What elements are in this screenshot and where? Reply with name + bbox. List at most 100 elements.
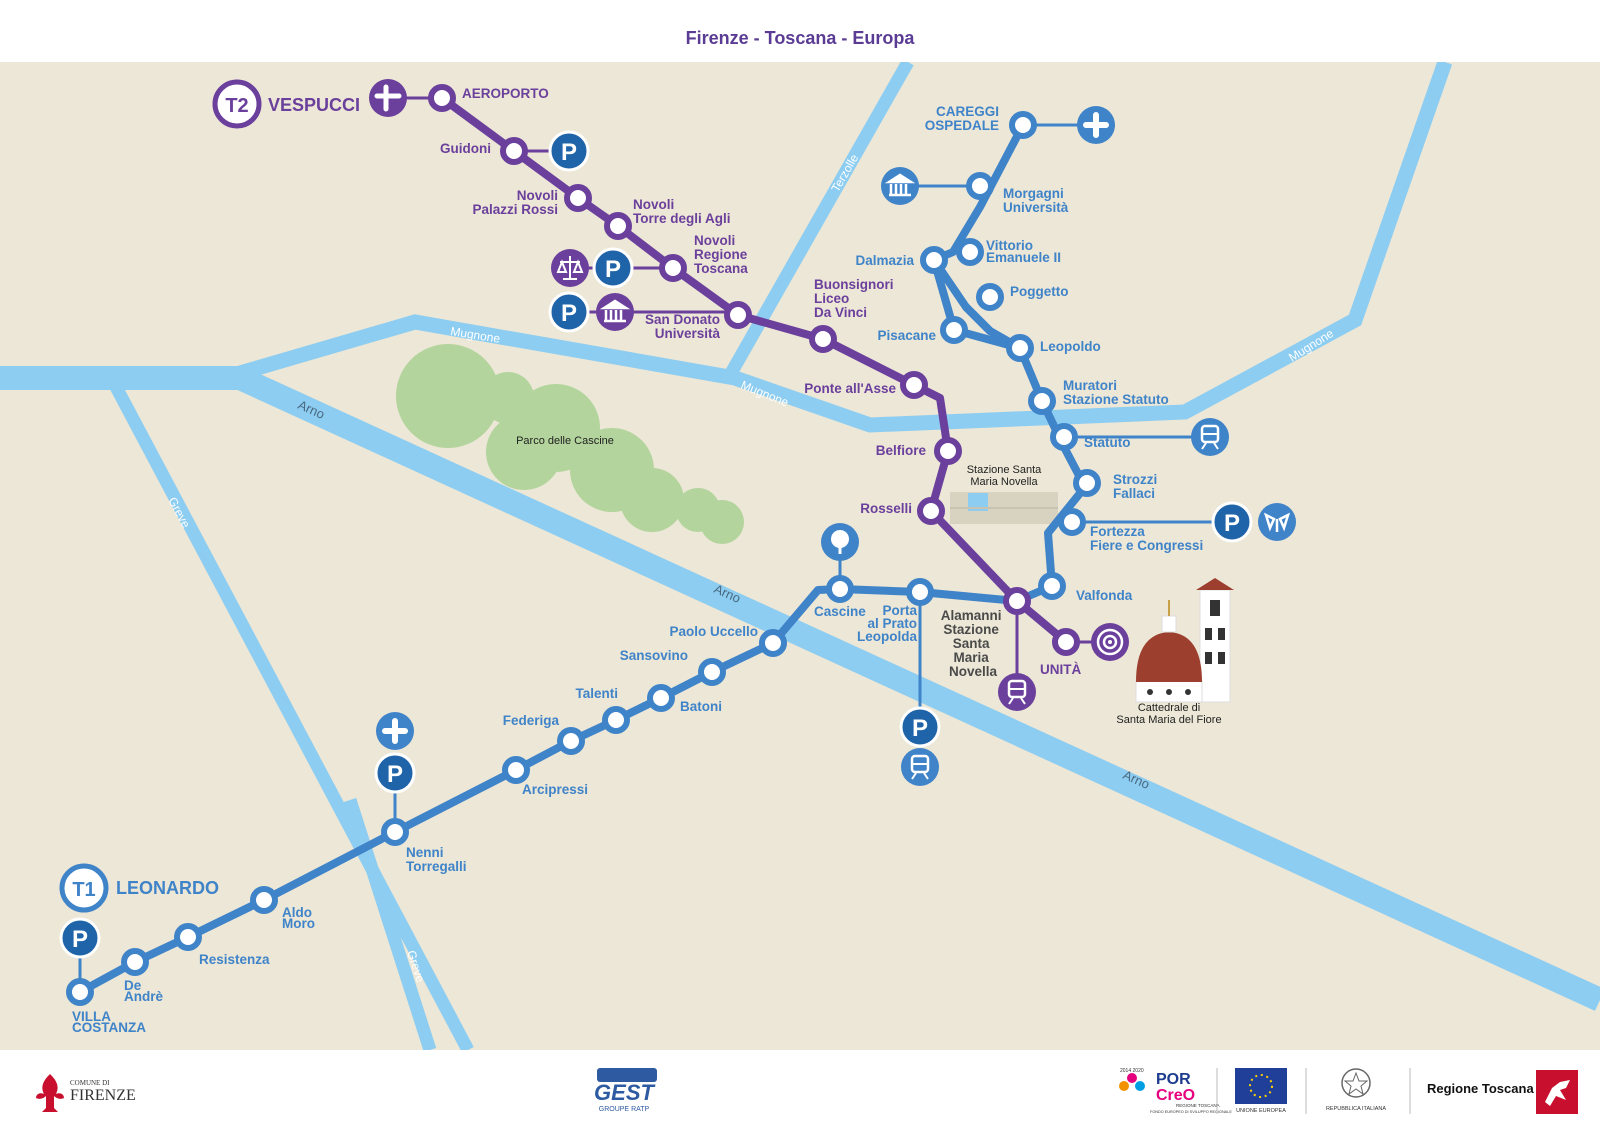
label-smn-2: Maria Novella: [970, 476, 1038, 488]
station-alamanni[interactable]: [1003, 587, 1031, 615]
label-novoli-torre-1: Novoli: [633, 197, 674, 212]
station-aldo-moro[interactable]: [250, 886, 278, 914]
station-guidoni[interactable]: [500, 137, 528, 165]
label-batoni: Batoni: [680, 699, 722, 714]
page-title: Firenze - Toscana - Europa: [685, 28, 915, 48]
parking-icon[interactable]: P: [548, 130, 590, 172]
station-rosselli[interactable]: [917, 497, 945, 525]
station-unita[interactable]: [1052, 628, 1080, 656]
target-icon[interactable]: [1091, 623, 1129, 661]
station-aeroporto[interactable]: [428, 84, 456, 112]
parking-icon[interactable]: P: [592, 247, 634, 289]
label-rosselli: Rosselli: [860, 501, 912, 516]
badge-t2-text: T2: [225, 95, 248, 117]
station-statuto[interactable]: [1050, 423, 1078, 451]
station-de-andre[interactable]: [121, 948, 149, 976]
parking-icon[interactable]: P: [59, 917, 101, 959]
logo-gest[interactable]: GEST GROUPE RATP: [594, 1068, 657, 1113]
label-novoli-regione-1: Novoli: [694, 233, 735, 248]
fair-icon[interactable]: [1258, 503, 1296, 541]
train-icon[interactable]: [901, 748, 939, 786]
train-icon[interactable]: [998, 673, 1036, 711]
label-alamanni-2: Stazione: [943, 622, 999, 637]
label-strozzi-1: Strozzi: [1113, 472, 1157, 487]
station-cascine[interactable]: [826, 575, 854, 603]
museum-icon[interactable]: [881, 167, 919, 205]
station-resistenza[interactable]: [174, 923, 202, 951]
justice-icon[interactable]: [551, 249, 589, 287]
parking-icon[interactable]: P: [1211, 501, 1253, 543]
parking-letter: P: [387, 761, 403, 788]
gest-ratp: RATP: [631, 1106, 649, 1113]
logo-repubblica[interactable]: REPUBBLICA ITALIANA: [1326, 1068, 1386, 1112]
label-careggi-1: CAREGGI: [936, 104, 999, 119]
station-muratori[interactable]: [1028, 387, 1056, 415]
emblem-icon: [1341, 1068, 1371, 1098]
station-buonsignori[interactable]: [809, 325, 837, 353]
label-parco: Parco delle Cascine: [516, 435, 614, 447]
station-paolo-uccello[interactable]: [759, 629, 787, 657]
station-strozzi[interactable]: [1073, 469, 1101, 497]
label-guidoni: Guidoni: [440, 141, 491, 156]
station-fortezza[interactable]: [1058, 508, 1086, 536]
line-badge-t1[interactable]: T1 LEONARDO: [59, 863, 219, 913]
label-pisacane: Pisacane: [877, 328, 936, 343]
star-icon: [1343, 1071, 1369, 1096]
station-san-donato[interactable]: [724, 301, 752, 329]
station-nenni[interactable]: [381, 818, 409, 846]
station-valfonda[interactable]: [1038, 572, 1066, 600]
station-batoni[interactable]: [647, 684, 675, 712]
station-villa-costanza[interactable]: [66, 978, 94, 1006]
label-leopoldo: Leopoldo: [1040, 339, 1101, 354]
label-dalmazia: Dalmazia: [855, 253, 914, 268]
footer-logos: COMUNE DI FIRENZE GEST GROUPE RATP 2014 …: [0, 1050, 1600, 1131]
logo-regione-toscana[interactable]: Regione Toscana: [1427, 1070, 1578, 1114]
label-buonsignori-2: Liceo: [814, 291, 849, 306]
station-morgagni[interactable]: [966, 172, 994, 200]
label-talenti: Talenti: [575, 686, 618, 701]
station-ponte-asse[interactable]: [900, 371, 928, 399]
logo-eu[interactable]: UNIONE EUROPEA: [1235, 1068, 1287, 1114]
station-leopoldo[interactable]: [1006, 334, 1034, 362]
parking-icon[interactable]: P: [548, 291, 590, 333]
museum-icon[interactable]: [596, 293, 634, 331]
station-federiga[interactable]: [557, 727, 585, 755]
label-careggi-2: OSPEDALE: [925, 118, 999, 133]
label-de-andre-1: De: [124, 978, 142, 993]
label-villa-costanza-1: VILLA: [72, 1009, 111, 1024]
hospital-icon[interactable]: [1077, 106, 1115, 144]
label-morgagni-1: Morgagni: [1003, 186, 1064, 201]
hospital-icon[interactable]: [376, 712, 414, 750]
station-novoli-regione[interactable]: [659, 254, 687, 282]
parking-letter: P: [912, 715, 928, 742]
station-arcipressi[interactable]: [502, 756, 530, 784]
station-porta-prato[interactable]: [906, 578, 934, 606]
parking-letter: P: [561, 300, 577, 327]
eu-stars-icon: [1249, 1074, 1273, 1098]
line-badge-t2[interactable]: T2 VESPUCCI: [212, 79, 360, 129]
logo-por-creo[interactable]: 2014 2020 POR CreO REGIONE TOSCANA FONDO…: [1119, 1068, 1232, 1114]
station-sansovino[interactable]: [698, 658, 726, 686]
airport-icon[interactable]: [369, 79, 407, 117]
station-novoli-torre[interactable]: [604, 212, 632, 240]
station-dalmazia[interactable]: [920, 246, 948, 274]
station-careggi[interactable]: [1009, 111, 1037, 139]
parking-letter: P: [605, 256, 621, 283]
parking-icon[interactable]: P: [374, 752, 416, 794]
station-novoli-palazzi[interactable]: [564, 184, 592, 212]
station-poggetto[interactable]: [976, 283, 1004, 311]
parking-icon[interactable]: P: [899, 706, 941, 748]
tree-icon[interactable]: [821, 523, 859, 561]
train-icon[interactable]: [1191, 418, 1229, 456]
station-talenti[interactable]: [602, 706, 630, 734]
logo-comune-firenze[interactable]: COMUNE DI FIRENZE: [36, 1074, 136, 1112]
station-vittorio[interactable]: [956, 238, 984, 266]
station-belfiore[interactable]: [934, 437, 962, 465]
station-pisacane[interactable]: [940, 316, 968, 344]
